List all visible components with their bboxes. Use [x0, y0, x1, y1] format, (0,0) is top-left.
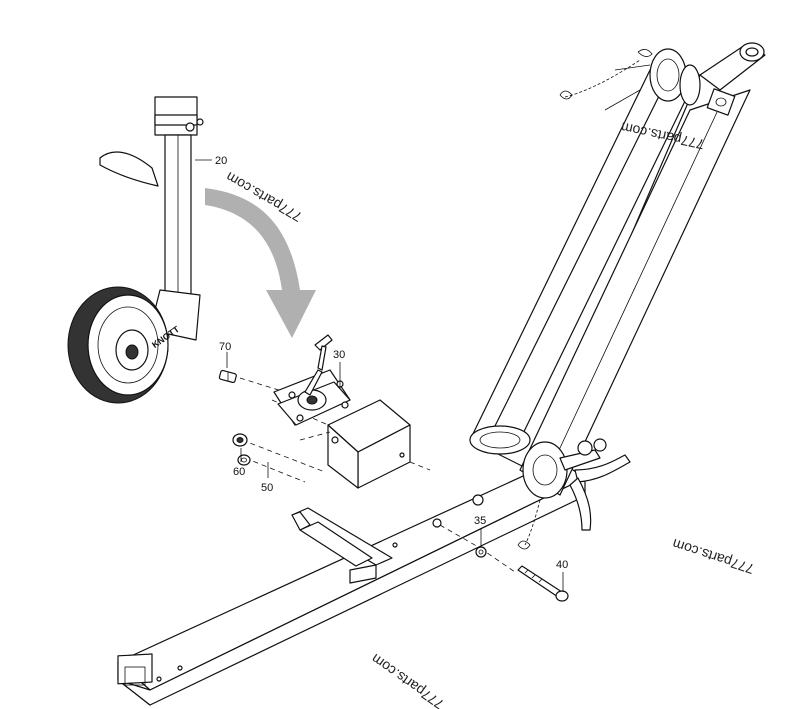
- cross-bracket: [291, 507, 393, 584]
- watermark-4: 777parts.com: [368, 651, 447, 709]
- mount-plate: [273, 334, 351, 426]
- upper-chain: [559, 49, 653, 100]
- callout-20: 20: [215, 155, 227, 167]
- jockey-wheel: KNOTT: [67, 96, 204, 404]
- callout-35: 35: [474, 515, 486, 527]
- callout-40: 40: [556, 559, 568, 571]
- washer-35: [475, 546, 487, 558]
- callout-70: 70: [219, 341, 231, 353]
- watermark-3: 777parts.com: [670, 536, 756, 577]
- callout-30: 30: [333, 349, 345, 361]
- bolt-70: [218, 369, 237, 384]
- mount-bracket: [327, 399, 411, 489]
- tilt-arm: [469, 42, 766, 496]
- lower-hub: [469, 425, 631, 550]
- nut-60: [232, 433, 248, 447]
- callout-50: 50: [261, 482, 273, 494]
- callout-leaders: [195, 159, 564, 592]
- callout-60: 60: [233, 466, 245, 478]
- bolt-40: [517, 565, 569, 602]
- assembly-arrow: [205, 188, 316, 338]
- washer-50: [237, 454, 251, 466]
